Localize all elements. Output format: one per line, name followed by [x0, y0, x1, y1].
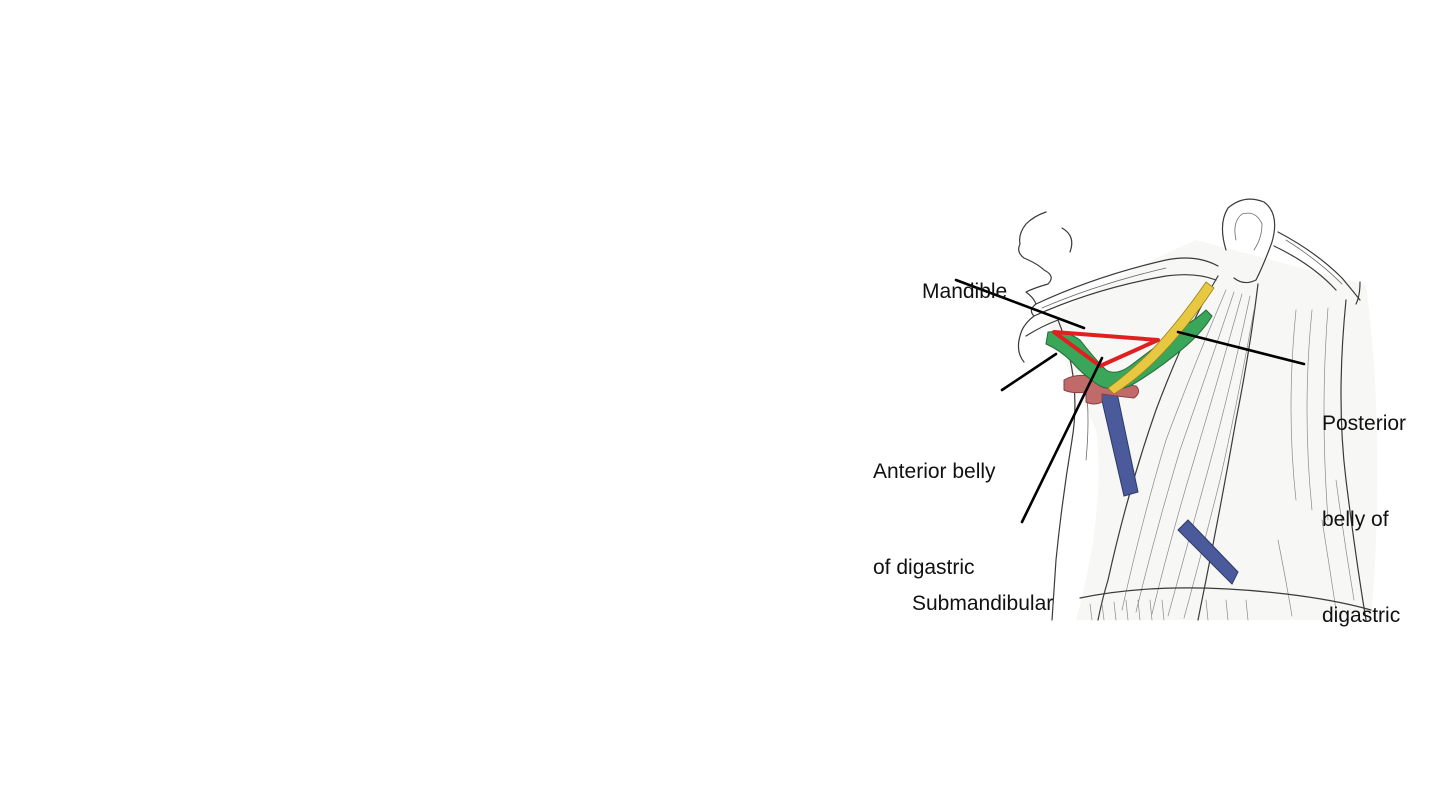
leader-submandibular-triangle — [1020, 356, 1104, 524]
label-mandible-text: Mandible — [922, 280, 1008, 303]
leader-mandible — [954, 278, 1086, 330]
mandible-shape — [1025, 257, 1219, 337]
neck-surface — [1046, 240, 1378, 620]
face-profile — [1017, 211, 1073, 363]
ear-shape — [1221, 198, 1276, 284]
label-posterior-belly-line-2: belly of — [1322, 508, 1389, 531]
label-submandibular-line-1: Submandibular — [912, 592, 1054, 615]
leader-posterior-belly — [1176, 330, 1306, 366]
label-mandible: Mandible — [887, 244, 1007, 340]
leader-anterior-belly — [1000, 352, 1058, 392]
neck-illustration — [954, 198, 1378, 621]
label-posterior-belly-line-3: digastric — [1322, 604, 1401, 627]
posterior-neck — [1277, 299, 1367, 621]
label-anterior-belly-line-1: Anterior belly — [873, 460, 996, 483]
clavicle-region — [1079, 587, 1372, 621]
label-anterior-belly: Anterior belly of digastric muscle — [873, 392, 996, 632]
label-submandibular-triangle: Submandibular triangle — [912, 524, 1053, 632]
leader-lines — [954, 278, 1306, 524]
occiput — [1273, 231, 1361, 305]
submandibular-triangle-outline — [1052, 330, 1160, 368]
label-posterior-belly: Posterior belly of digastric muscle — [1322, 344, 1406, 632]
label-anterior-belly-line-2: of digastric — [873, 556, 975, 579]
label-posterior-belly-line-1: Posterior — [1322, 412, 1407, 435]
neck-anatomy-figure: Mandible Posterior belly of digastric mu… — [866, 180, 1440, 632]
